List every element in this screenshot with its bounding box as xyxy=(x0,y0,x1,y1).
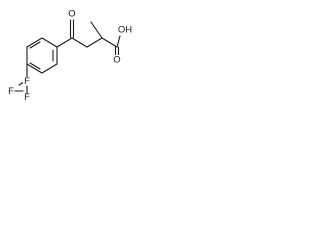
ring-bond-1 xyxy=(41,37,58,48)
acid-single-bond xyxy=(116,35,121,48)
ring-bond-3 xyxy=(41,63,58,74)
ketone-oxygen-text: O xyxy=(68,9,75,20)
fluorine-left-text: F xyxy=(8,86,14,97)
ring-bond-6 xyxy=(26,37,43,48)
methyl-bond xyxy=(90,21,103,39)
fluorine-bottom-text: F xyxy=(24,92,30,103)
hydroxyl-label: OH xyxy=(117,25,134,36)
benzene-ring xyxy=(26,37,58,74)
chemical-structure: O O OH F F F xyxy=(7,9,134,103)
ring-bond-4 xyxy=(26,63,43,74)
fluorine-top-text: F xyxy=(24,76,30,87)
ketone-oxygen-label: O xyxy=(68,9,76,20)
ch-to-acid-carbon-bond xyxy=(101,37,118,48)
ring-double-bond-3 xyxy=(29,41,41,49)
acid-oxygen-text: O xyxy=(113,55,120,66)
carbonyl-to-ch2-bond xyxy=(71,37,88,48)
ch2-to-ch-bond xyxy=(86,37,103,48)
ring-double-bond-2 xyxy=(29,62,41,70)
acid-oxygen-label: O xyxy=(113,55,121,66)
trifluoromethyl-group: F F F xyxy=(7,76,31,103)
ring-to-carbonyl-bond xyxy=(56,37,73,48)
hydroxyl-text: OH xyxy=(118,25,132,36)
